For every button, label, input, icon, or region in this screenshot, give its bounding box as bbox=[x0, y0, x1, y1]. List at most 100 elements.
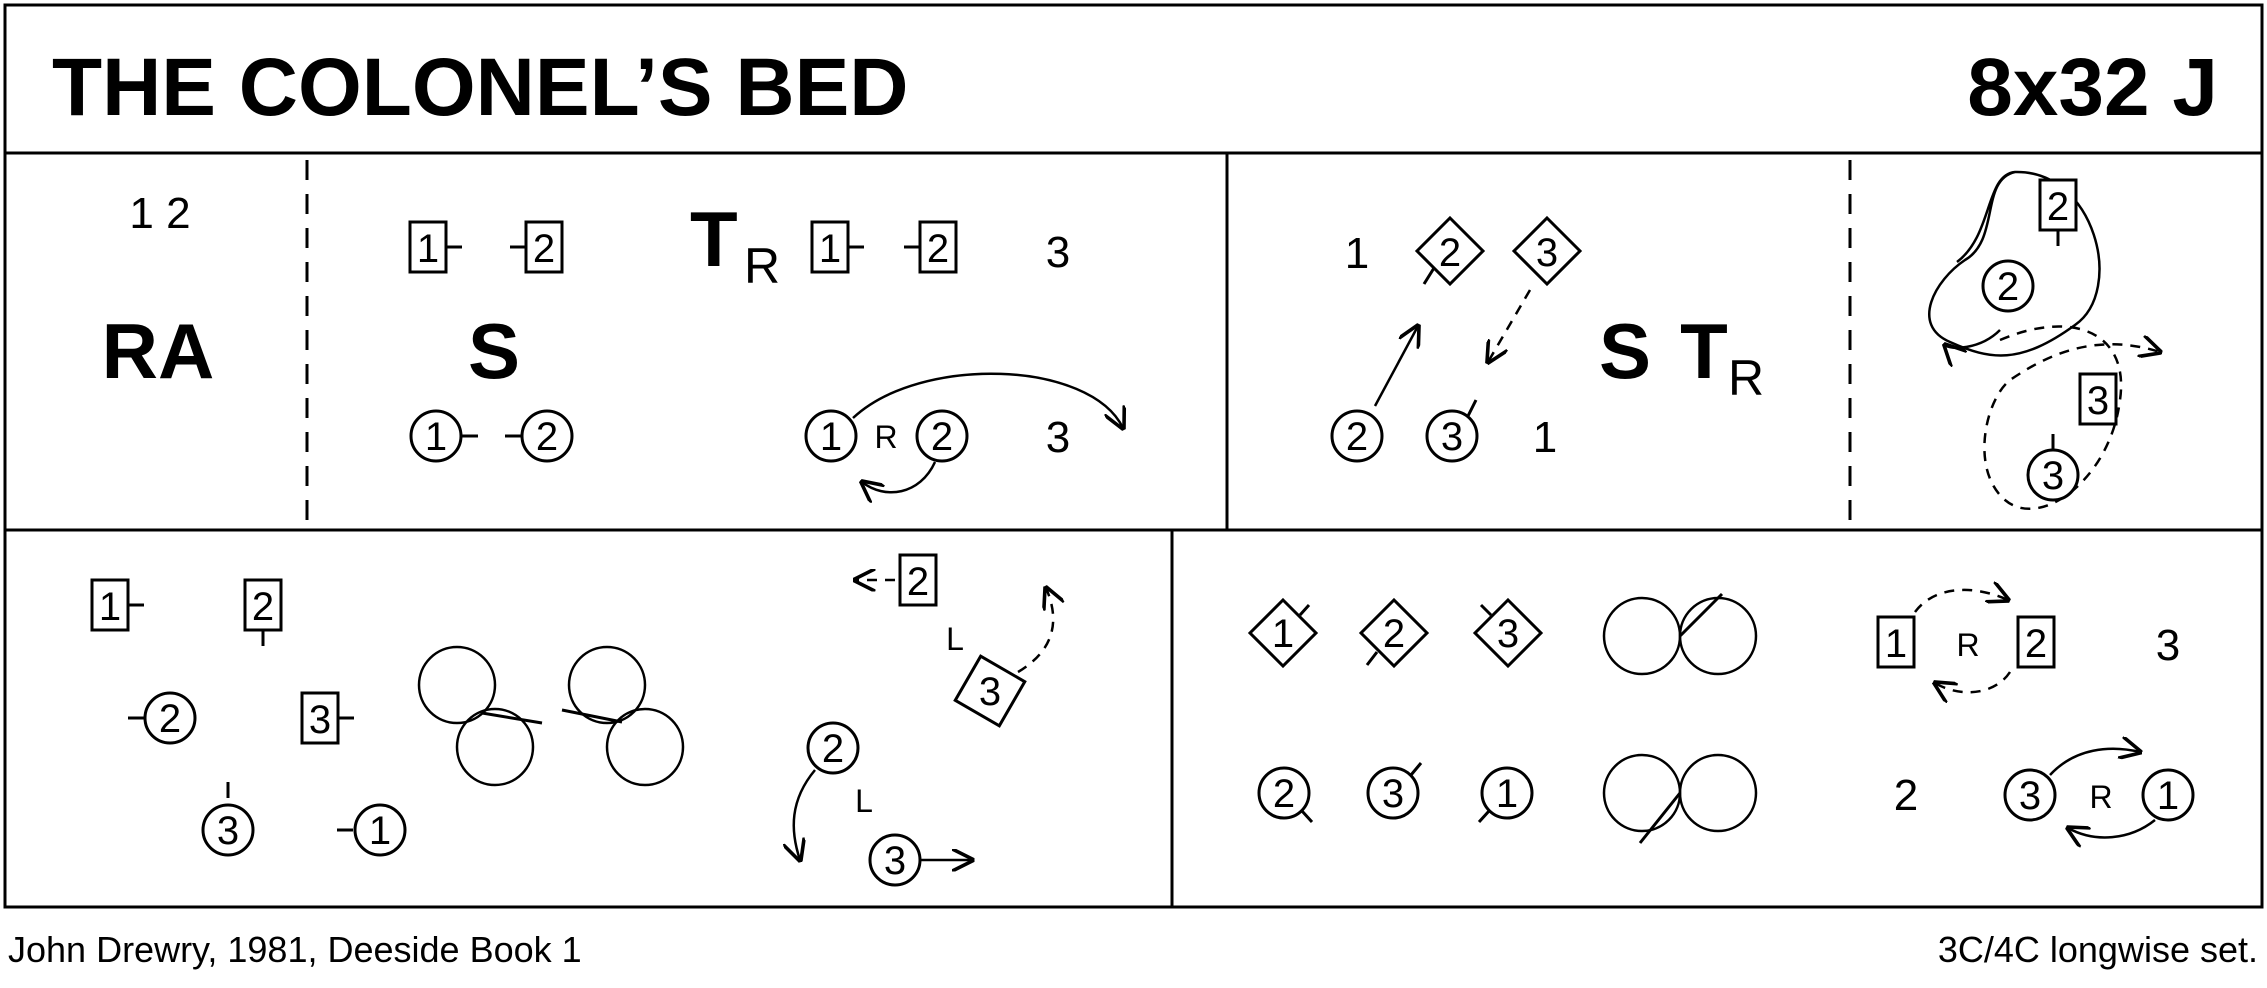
turn-solid-bottom bbox=[2068, 819, 2156, 837]
turn-label: T bbox=[690, 195, 738, 283]
bar-numbers: 1 2 bbox=[129, 189, 190, 238]
svg-text:3: 3 bbox=[1382, 772, 1404, 816]
man-2-box-f: 2 bbox=[2016, 615, 2056, 669]
dance-source: John Drewry, 1981, Deeside Book 1 bbox=[8, 929, 582, 970]
turn-dashed-bottom bbox=[1935, 671, 2012, 692]
woman-1-label: 1 bbox=[1533, 413, 1557, 462]
svg-text:2: 2 bbox=[1273, 772, 1295, 816]
woman-2-label-f: 2 bbox=[1894, 771, 1918, 820]
svg-text:3: 3 bbox=[1441, 415, 1463, 459]
man-3-diamond-e: 3 bbox=[953, 654, 1027, 728]
woman-2-circle-c: 2 bbox=[1981, 259, 2035, 313]
man-2-box-b: 2 bbox=[904, 220, 958, 274]
man-3-box-c: 3 bbox=[2078, 372, 2118, 426]
man-1-box-f: 1 bbox=[1876, 615, 1916, 669]
right-hand-label-3: R bbox=[2089, 779, 2112, 815]
woman-1-circle: 1 bbox=[409, 409, 478, 463]
svg-text:1: 1 bbox=[1885, 622, 1907, 666]
pair-circles-top bbox=[1602, 592, 1758, 676]
svg-text:2: 2 bbox=[1383, 612, 1405, 656]
left-hand-label-2: L bbox=[855, 783, 873, 819]
svg-text:1: 1 bbox=[820, 415, 842, 459]
svg-text:1: 1 bbox=[99, 585, 121, 629]
loop-arrow-left bbox=[1945, 329, 2001, 348]
woman-2-circle-d: 2 bbox=[128, 691, 197, 745]
svg-text:2: 2 bbox=[533, 227, 555, 271]
svg-text:2: 2 bbox=[1439, 231, 1461, 275]
set-formation: 3C/4C longwise set. bbox=[1938, 929, 2258, 970]
svg-text:3: 3 bbox=[2087, 379, 2109, 423]
retire-arrow bbox=[1488, 289, 1532, 362]
man-2-box-e: 2 bbox=[855, 553, 938, 607]
svg-text:3: 3 bbox=[884, 839, 906, 883]
woman-2-turning: 2 bbox=[915, 409, 969, 463]
man-1-label: 1 bbox=[1345, 229, 1369, 278]
right-hand-label-2: R bbox=[1956, 627, 1979, 663]
svg-text:2: 2 bbox=[536, 415, 558, 459]
woman-3-circle-e: 3 bbox=[868, 833, 972, 887]
man-3-box-d: 3 bbox=[300, 691, 354, 745]
man-2-box: 2 bbox=[510, 220, 564, 274]
reel-figure-right bbox=[561, 645, 685, 787]
svg-text:3: 3 bbox=[1536, 231, 1558, 275]
man-2-diamond-f: 2 bbox=[1358, 597, 1430, 669]
cell-set-turn-corners: 1 2 3 S T R 2 3 1 bbox=[1330, 215, 1764, 463]
svg-text:3: 3 bbox=[1497, 612, 1519, 656]
man-2-diamond: 2 bbox=[1414, 215, 1486, 287]
woman-3-circle-f: 3 bbox=[1366, 762, 1423, 820]
turn-right-sub: R bbox=[744, 238, 780, 294]
cell-bars-1-2: 1 2 RA bbox=[102, 189, 215, 395]
turn-arrow-upper bbox=[852, 372, 1123, 428]
svg-text:1: 1 bbox=[1496, 772, 1518, 816]
svg-text:2: 2 bbox=[931, 415, 953, 459]
man-2-box-c: 2 bbox=[2038, 178, 2078, 246]
man-3-diamond: 3 bbox=[1511, 215, 1583, 287]
svg-text:2: 2 bbox=[2047, 185, 2069, 229]
woman-1-circle-f: 1 bbox=[1477, 766, 1534, 824]
cell-final-positions: 1 2 3 2 3 1 bbox=[1247, 590, 2195, 844]
reel-figure-left bbox=[417, 645, 543, 787]
svg-text:3: 3 bbox=[979, 670, 1001, 714]
svg-text:2: 2 bbox=[907, 560, 929, 604]
pair-circles-bottom bbox=[1602, 753, 1758, 844]
man-2-box-d: 2 bbox=[243, 578, 283, 646]
man-3-diamond-f: 3 bbox=[1472, 597, 1544, 669]
woman-1-circle-d: 1 bbox=[337, 803, 407, 857]
turn-dashed-top bbox=[1913, 590, 2008, 613]
cell-corner-loops: 2 2 3 3 bbox=[1928, 170, 2160, 511]
man-1-box-b: 1 bbox=[810, 220, 864, 274]
man-3-label: 3 bbox=[1046, 228, 1070, 277]
turn-arrow-lower bbox=[862, 461, 937, 492]
cell-set-and-turn: 1 2 T R 1 2 3 S 1 2 bbox=[408, 195, 1123, 492]
set-label: S bbox=[468, 307, 520, 395]
woman-3-circle-d: 3 bbox=[201, 782, 255, 857]
woman-2-circle-e: 2 bbox=[806, 721, 860, 775]
svg-text:1: 1 bbox=[2157, 774, 2179, 818]
svg-text:2: 2 bbox=[159, 697, 181, 741]
woman-3-circle-c: 3 bbox=[2026, 434, 2080, 502]
woman-1-turning: 1 bbox=[804, 409, 858, 463]
woman-1-circle-g: 1 bbox=[2141, 768, 2195, 822]
svg-text:2: 2 bbox=[2025, 622, 2047, 666]
svg-text:3: 3 bbox=[217, 809, 239, 853]
left-hand-label-1: L bbox=[946, 621, 964, 657]
reel-dashed-arrow bbox=[1017, 588, 1053, 674]
reel-solid-arrow bbox=[794, 769, 816, 860]
turn-solid-top bbox=[2049, 749, 2140, 776]
figure-right-hands-across: RA bbox=[102, 307, 215, 395]
woman-3-circle-b: 3 bbox=[1425, 399, 1479, 463]
cell-reels-of-three: 1 2 2 3 3 1 bbox=[90, 553, 1053, 887]
woman-2-circle: 2 bbox=[505, 409, 574, 463]
diagram-frame bbox=[3, 3, 2264, 909]
woman-3-circle-g: 3 bbox=[2003, 768, 2057, 822]
svg-text:2: 2 bbox=[1346, 415, 1368, 459]
svg-text:3: 3 bbox=[309, 698, 331, 742]
turn-label-2: T bbox=[1680, 307, 1728, 395]
turn-right-sub-2: R bbox=[1728, 350, 1764, 406]
svg-text:1: 1 bbox=[417, 227, 439, 271]
loop-dashed bbox=[1983, 325, 2160, 511]
svg-text:3: 3 bbox=[2042, 454, 2064, 498]
man-1-box-d: 1 bbox=[90, 578, 144, 632]
woman-2-circle-f: 2 bbox=[1257, 766, 1314, 824]
